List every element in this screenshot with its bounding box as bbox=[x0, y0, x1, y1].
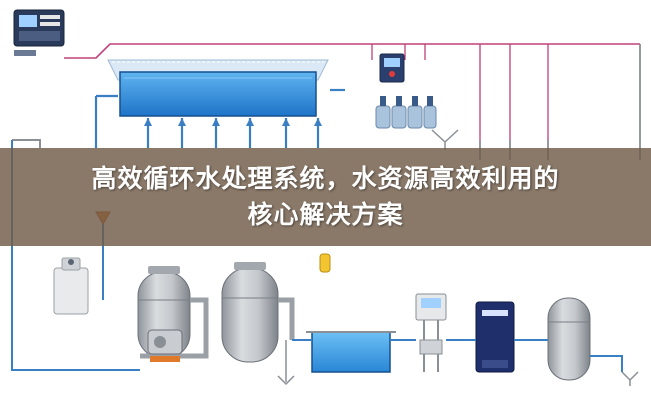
uv-cabinet-icon bbox=[475, 301, 515, 373]
filter-tank-icon bbox=[547, 297, 591, 381]
dosing-controller-icon bbox=[415, 293, 447, 372]
chemical-tank-icon bbox=[375, 96, 437, 129]
title-banner: 高效循环水处理系统，水资源高效利用的 核心解决方案 bbox=[0, 148, 651, 246]
drain-icon bbox=[431, 129, 459, 150]
filter-tank-icon bbox=[221, 262, 279, 363]
chemical-tank-icon bbox=[53, 257, 89, 315]
signal-drops bbox=[371, 44, 549, 140]
control-panel-icon bbox=[13, 9, 65, 56]
pump-icon bbox=[147, 329, 183, 362]
dosing-lines bbox=[479, 44, 641, 160]
outlet-pipes bbox=[390, 339, 623, 372]
signal-line bbox=[64, 43, 640, 59]
flow-arrows bbox=[144, 118, 322, 126]
level-sensor bbox=[319, 253, 331, 273]
basin bbox=[306, 331, 396, 373]
banner-title-line-1: 高效循环水处理系统，水资源高效利用的 bbox=[91, 164, 560, 193]
banner-title-line-2: 核心解决方案 bbox=[247, 200, 404, 229]
dosing-controller-icon bbox=[379, 53, 405, 83]
drain-icon bbox=[621, 371, 639, 386]
return-line bbox=[12, 139, 41, 148]
drain-icon bbox=[277, 340, 295, 386]
pool bbox=[107, 59, 329, 117]
